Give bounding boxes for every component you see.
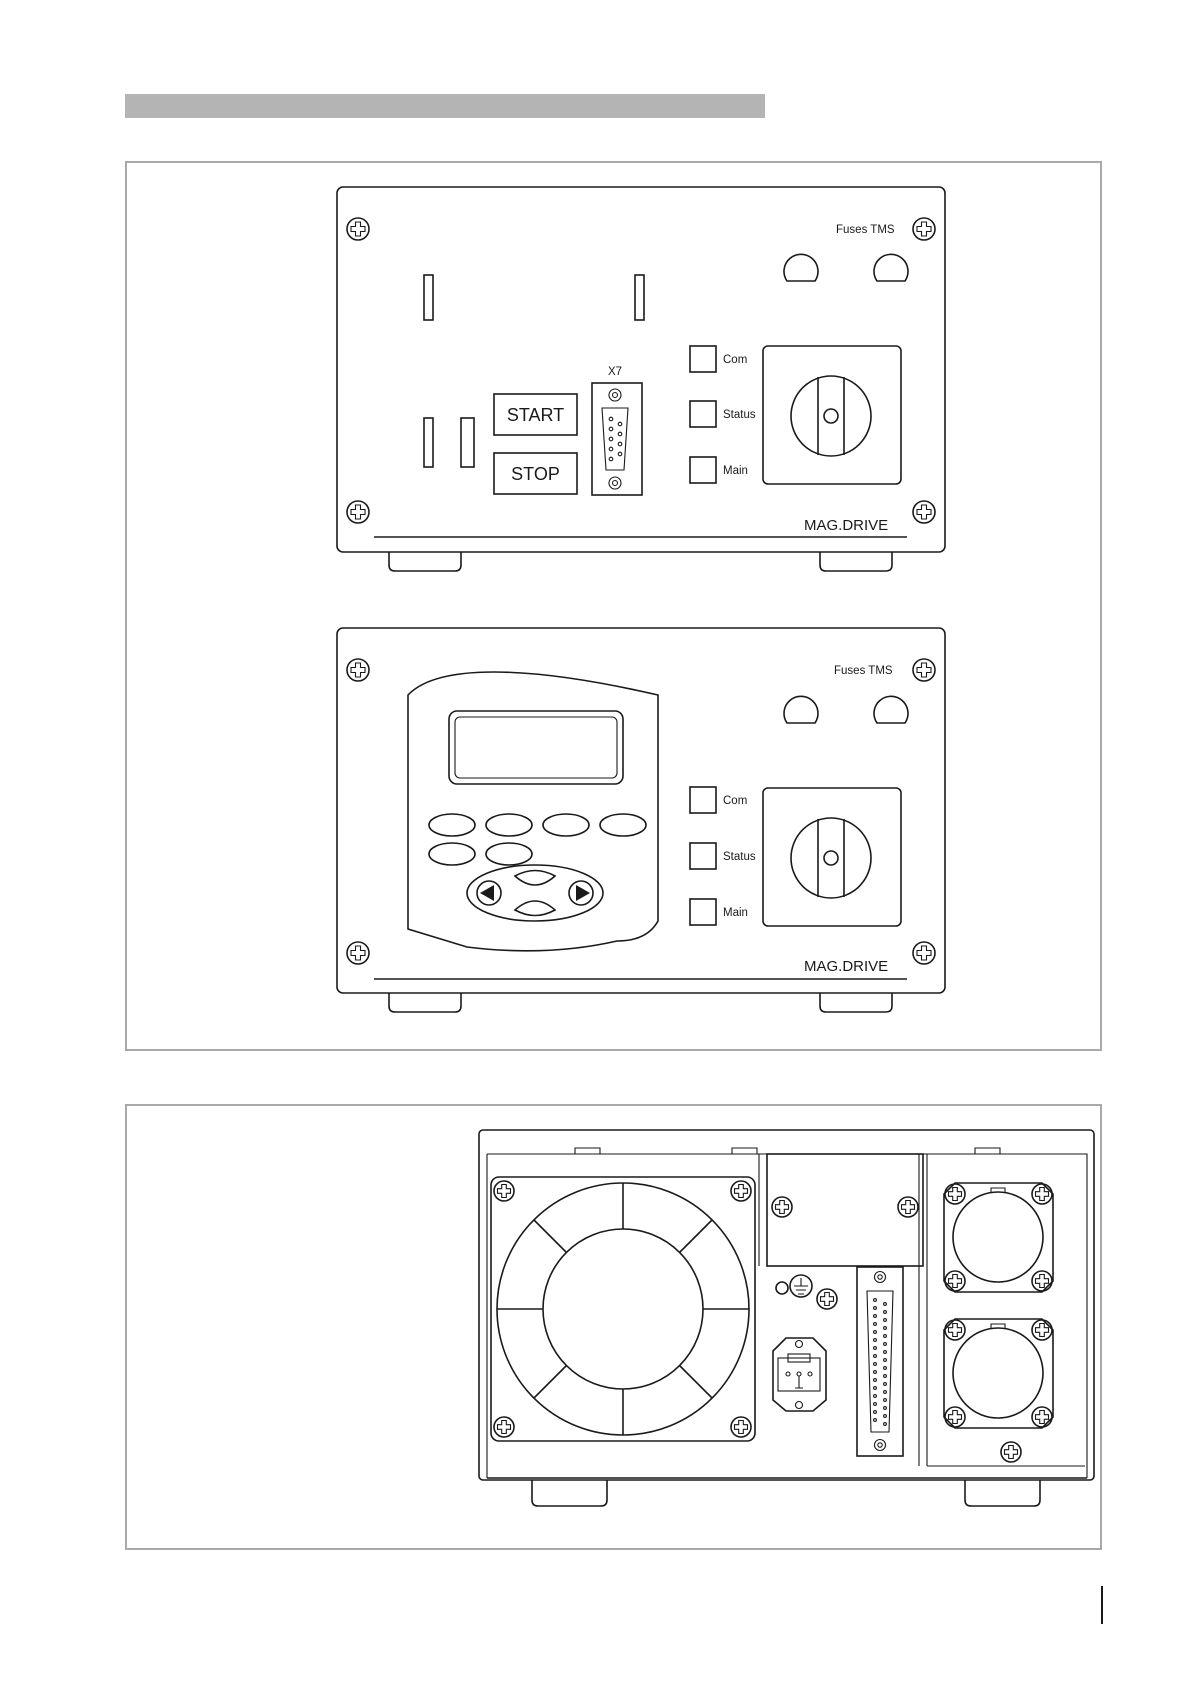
keypad-key[interactable] (543, 814, 589, 836)
keypad-key[interactable] (429, 843, 475, 865)
screw-icon (913, 218, 935, 240)
keypad-key[interactable] (429, 814, 475, 836)
screw-icon (347, 942, 369, 964)
rear-panel-drawing (127, 1106, 1100, 1548)
status-led (690, 401, 716, 427)
screw-icon (347, 501, 369, 523)
connector-bay (919, 1154, 1085, 1466)
display-screen (449, 711, 623, 784)
start-button[interactable]: START (494, 394, 577, 435)
foot-right (820, 552, 892, 571)
foot-left (532, 1480, 607, 1506)
com-label: Com (723, 354, 747, 366)
front-panels-drawing: Fuses TMS START STOP X7 Com (127, 163, 1100, 1049)
down-key[interactable] (515, 901, 555, 916)
main-label: Main (723, 907, 748, 919)
fuses-label: Fuses TMS (836, 224, 895, 236)
sub-d-connector-icon[interactable] (592, 383, 642, 495)
foot-right (820, 993, 892, 1012)
connector-label: X7 (608, 366, 622, 378)
screw-icon (817, 1289, 837, 1309)
com-led (690, 787, 716, 813)
sub-d-connector-icon[interactable] (857, 1267, 903, 1456)
screw-icon (913, 659, 935, 681)
screw-icon (772, 1197, 792, 1217)
fuses-label: Fuses TMS (834, 665, 893, 677)
up-key[interactable] (515, 871, 555, 886)
main-switch-icon[interactable] (763, 788, 901, 926)
stop-button-label: STOP (511, 464, 560, 484)
arrow-right-icon (576, 885, 590, 901)
keypad-key[interactable] (600, 814, 646, 836)
main-switch-icon[interactable] (763, 346, 901, 484)
foot-right (965, 1480, 1040, 1506)
screw-icon (913, 942, 935, 964)
brand-label: MAG.DRIVE (804, 517, 888, 534)
power-inlet-icon[interactable] (773, 1338, 826, 1411)
fuse-holder-icon[interactable] (874, 254, 908, 281)
main-led (690, 457, 716, 483)
screw-icon (898, 1197, 918, 1217)
fuse-holder-icon[interactable] (784, 254, 818, 281)
front-panels-figure: Fuses TMS START STOP X7 Com (125, 161, 1102, 1051)
circular-connector-icon[interactable] (944, 1319, 1053, 1428)
cover-plate (759, 1154, 923, 1266)
fuse-holder-icon[interactable] (784, 696, 818, 723)
main-label: Main (723, 465, 748, 477)
keypad-key[interactable] (486, 814, 532, 836)
com-led (690, 346, 716, 372)
screw-icon (347, 659, 369, 681)
foot-left (389, 552, 461, 571)
status-label: Status (723, 851, 756, 863)
screw-icon (1001, 1442, 1021, 1462)
screw-icon (913, 501, 935, 523)
slot (635, 275, 644, 320)
stop-button[interactable]: STOP (494, 453, 577, 494)
circular-connector-icon[interactable] (944, 1183, 1053, 1292)
indicator-hole (776, 1282, 788, 1294)
brand-label: MAG.DRIVE (804, 958, 888, 975)
main-led (690, 899, 716, 925)
control-keypad (408, 672, 658, 951)
navigation-pad (467, 865, 603, 921)
slot (424, 418, 433, 467)
slot (424, 275, 433, 320)
front-panel-start-stop: Fuses TMS START STOP X7 Com (337, 187, 945, 571)
arrow-left-icon (480, 885, 494, 901)
fan-icon (491, 1177, 755, 1441)
keypad-key[interactable] (486, 843, 532, 865)
header-bar (125, 94, 765, 118)
foot-left (389, 993, 461, 1012)
screw-icon (347, 218, 369, 240)
status-led (690, 843, 716, 869)
com-label: Com (723, 795, 747, 807)
rear-panel-figure (125, 1104, 1102, 1550)
ground-icon (790, 1275, 812, 1297)
slot (461, 418, 474, 467)
page-marker (1101, 1586, 1103, 1624)
front-panel-display: Fuses TMS Com Status (337, 628, 945, 1012)
fuse-holder-icon[interactable] (874, 696, 908, 723)
status-label: Status (723, 409, 756, 421)
rear-panel (479, 1130, 1094, 1506)
start-button-label: START (507, 405, 564, 425)
